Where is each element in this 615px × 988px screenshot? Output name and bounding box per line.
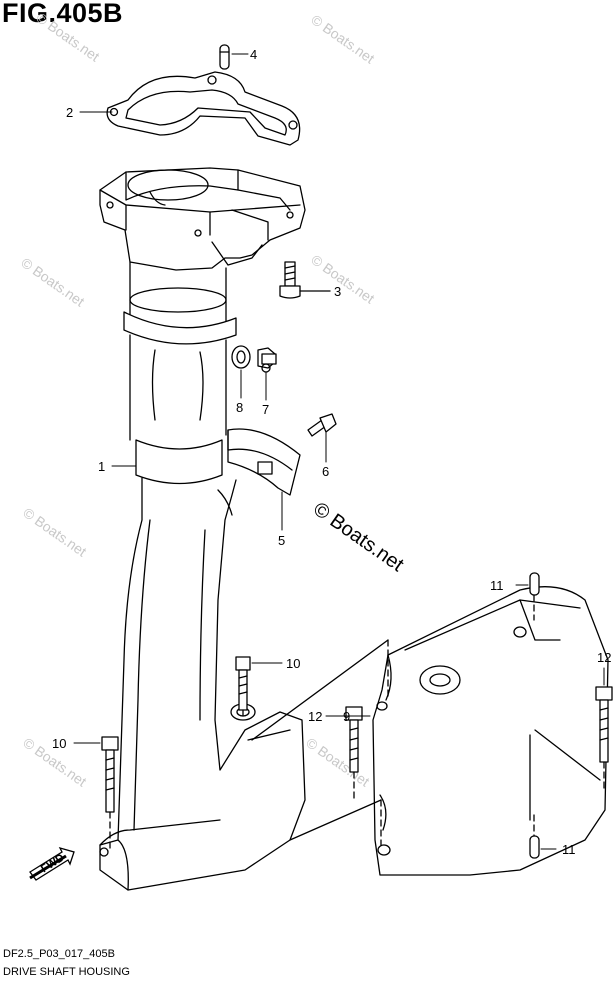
- clamp-part-5: [227, 428, 301, 496]
- bolt-part-3: [279, 261, 331, 299]
- callout-7: 7: [262, 402, 269, 417]
- lower-cover-part-9: [372, 586, 609, 876]
- callout-labels: 4 2 3 8 7 1 6 5 11 10 12 9 12 10 11: [52, 47, 611, 857]
- callout-10-upper: 10: [286, 656, 300, 671]
- callout-4: 4: [250, 47, 257, 62]
- bolt-part-10-lower: [101, 736, 119, 813]
- figure-code: DF2.5_P03_017_405B: [3, 948, 115, 960]
- leader-lines: [73, 53, 605, 850]
- plug-screw-part-7: [257, 347, 277, 373]
- callout-12-right: 12: [597, 650, 611, 665]
- dowel-pin-part-4: [219, 44, 230, 70]
- dowel-pin-part-11-lower: [529, 835, 540, 859]
- watermarks: © Boats.net © Boats.net © Boats.net © Bo…: [18, 9, 377, 789]
- callout-11-upper: 11: [490, 578, 504, 593]
- center-watermark: © Boats.net: [309, 498, 408, 576]
- connector-lines: [251, 639, 389, 841]
- callout-6: 6: [322, 464, 329, 479]
- dowel-pin-part-11-upper: [529, 572, 540, 596]
- callout-11-lower: 11: [562, 842, 576, 857]
- alignment-lines: [109, 594, 605, 851]
- watermark-text: © Boats.net: [303, 734, 372, 789]
- figure-title: FIG.405B: [2, 0, 124, 28]
- watermark-text: © Boats.net: [18, 254, 87, 309]
- gasket-part-2: [106, 71, 301, 146]
- callout-12-left: 12: [308, 709, 322, 724]
- callout-10-lower: 10: [52, 736, 66, 751]
- watermark-text: © Boats.net: [33, 9, 102, 64]
- callout-9: 9: [343, 709, 350, 724]
- washer-part-8: [231, 345, 251, 369]
- bolt-part-10-upper: [235, 656, 251, 711]
- callout-8: 8: [236, 400, 243, 415]
- watermark-text: © Boats.net: [308, 251, 377, 306]
- watermark-text: © Boats.net: [308, 11, 377, 66]
- callout-2: 2: [66, 105, 73, 120]
- callout-1: 1: [98, 459, 105, 474]
- callout-5: 5: [278, 533, 285, 548]
- bolt-part-6: [307, 413, 337, 437]
- drive-shaft-housing-part-1: [99, 167, 306, 891]
- callout-3: 3: [334, 284, 341, 299]
- figure-name: DRIVE SHAFT HOUSING: [3, 966, 130, 978]
- watermark-text: © Boats.net: [20, 504, 89, 559]
- forward-arrow: FWD: [29, 846, 75, 881]
- drawing: [73, 44, 613, 891]
